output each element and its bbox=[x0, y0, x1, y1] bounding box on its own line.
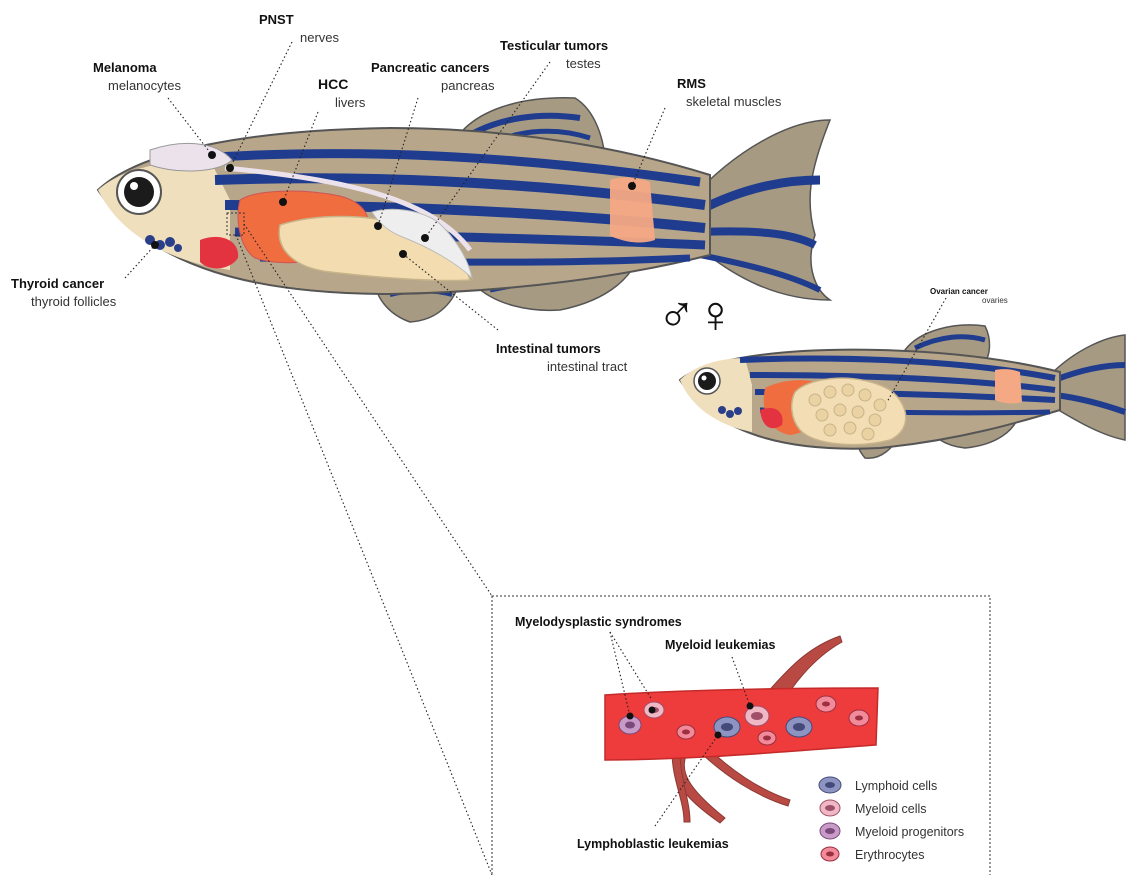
cell bbox=[758, 731, 776, 745]
legend-label: Myeloid cells bbox=[855, 802, 927, 816]
blood-vessel-inset: Myelodysplastic syndromes Myeloid leukem… bbox=[492, 596, 990, 875]
rms-tissue: skeletal muscles bbox=[686, 94, 782, 109]
thyroid-title: Thyroid cancer bbox=[11, 276, 104, 291]
intestinal-title: Intestinal tumors bbox=[496, 341, 601, 356]
intestinal-marker bbox=[399, 250, 407, 258]
rms-title: RMS bbox=[677, 76, 706, 91]
pancreatic-tissue: pancreas bbox=[441, 78, 495, 93]
melanoma-title: Melanoma bbox=[93, 60, 157, 75]
legend-label: Myeloid progenitors bbox=[855, 825, 964, 839]
legend-label: Lymphoid cells bbox=[855, 779, 937, 793]
myeloid-leukemia-label: Myeloid leukemias bbox=[665, 638, 776, 652]
thyroid-tissue: thyroid follicles bbox=[31, 294, 117, 309]
legend-item-myeloid: Myeloid cells bbox=[820, 800, 927, 816]
cell bbox=[849, 710, 869, 726]
legend-label: Erythrocytes bbox=[855, 848, 924, 862]
testicular-tissue: testes bbox=[566, 56, 601, 71]
hcc-tissue: livers bbox=[335, 95, 366, 110]
rms-marker bbox=[628, 182, 636, 190]
pnst-tissue: nerves bbox=[300, 30, 340, 45]
thyroid-marker bbox=[151, 241, 159, 249]
cell bbox=[677, 725, 695, 739]
intestinal-tissue: intestinal tract bbox=[547, 359, 628, 374]
legend-item-erythrocytes: Erythrocytes bbox=[821, 847, 924, 862]
pnst-title: PNST bbox=[259, 12, 294, 27]
testicular-title: Testicular tumors bbox=[500, 38, 608, 53]
cell bbox=[786, 717, 812, 737]
hcc-marker bbox=[279, 198, 287, 206]
sex-symbols: ♂♀ bbox=[657, 286, 735, 344]
lymphoblastic-leukemia-label: Lymphoblastic leukemias bbox=[577, 837, 729, 851]
mds-label: Myelodysplastic syndromes bbox=[515, 615, 682, 629]
pnst-marker bbox=[226, 164, 234, 172]
female-zebrafish bbox=[680, 325, 1125, 458]
hcc-title: HCC bbox=[318, 76, 348, 92]
pancreatic-title: Pancreatic cancers bbox=[371, 60, 490, 75]
melanoma-marker bbox=[208, 151, 216, 159]
cell-legend: Lymphoid cells Myeloid cells Myeloid pro… bbox=[819, 777, 964, 862]
pancreatic-marker bbox=[374, 222, 382, 230]
testicular-marker bbox=[421, 234, 429, 242]
melanoma-tissue: melanocytes bbox=[108, 78, 181, 93]
legend-item-lymphoid: Lymphoid cells bbox=[819, 777, 937, 793]
ovarian-title: Ovarian cancer bbox=[930, 287, 988, 296]
ovarian-tissue: ovaries bbox=[982, 296, 1008, 305]
legend-item-myeloid-progenitors: Myeloid progenitors bbox=[820, 823, 964, 839]
cell bbox=[816, 696, 836, 712]
